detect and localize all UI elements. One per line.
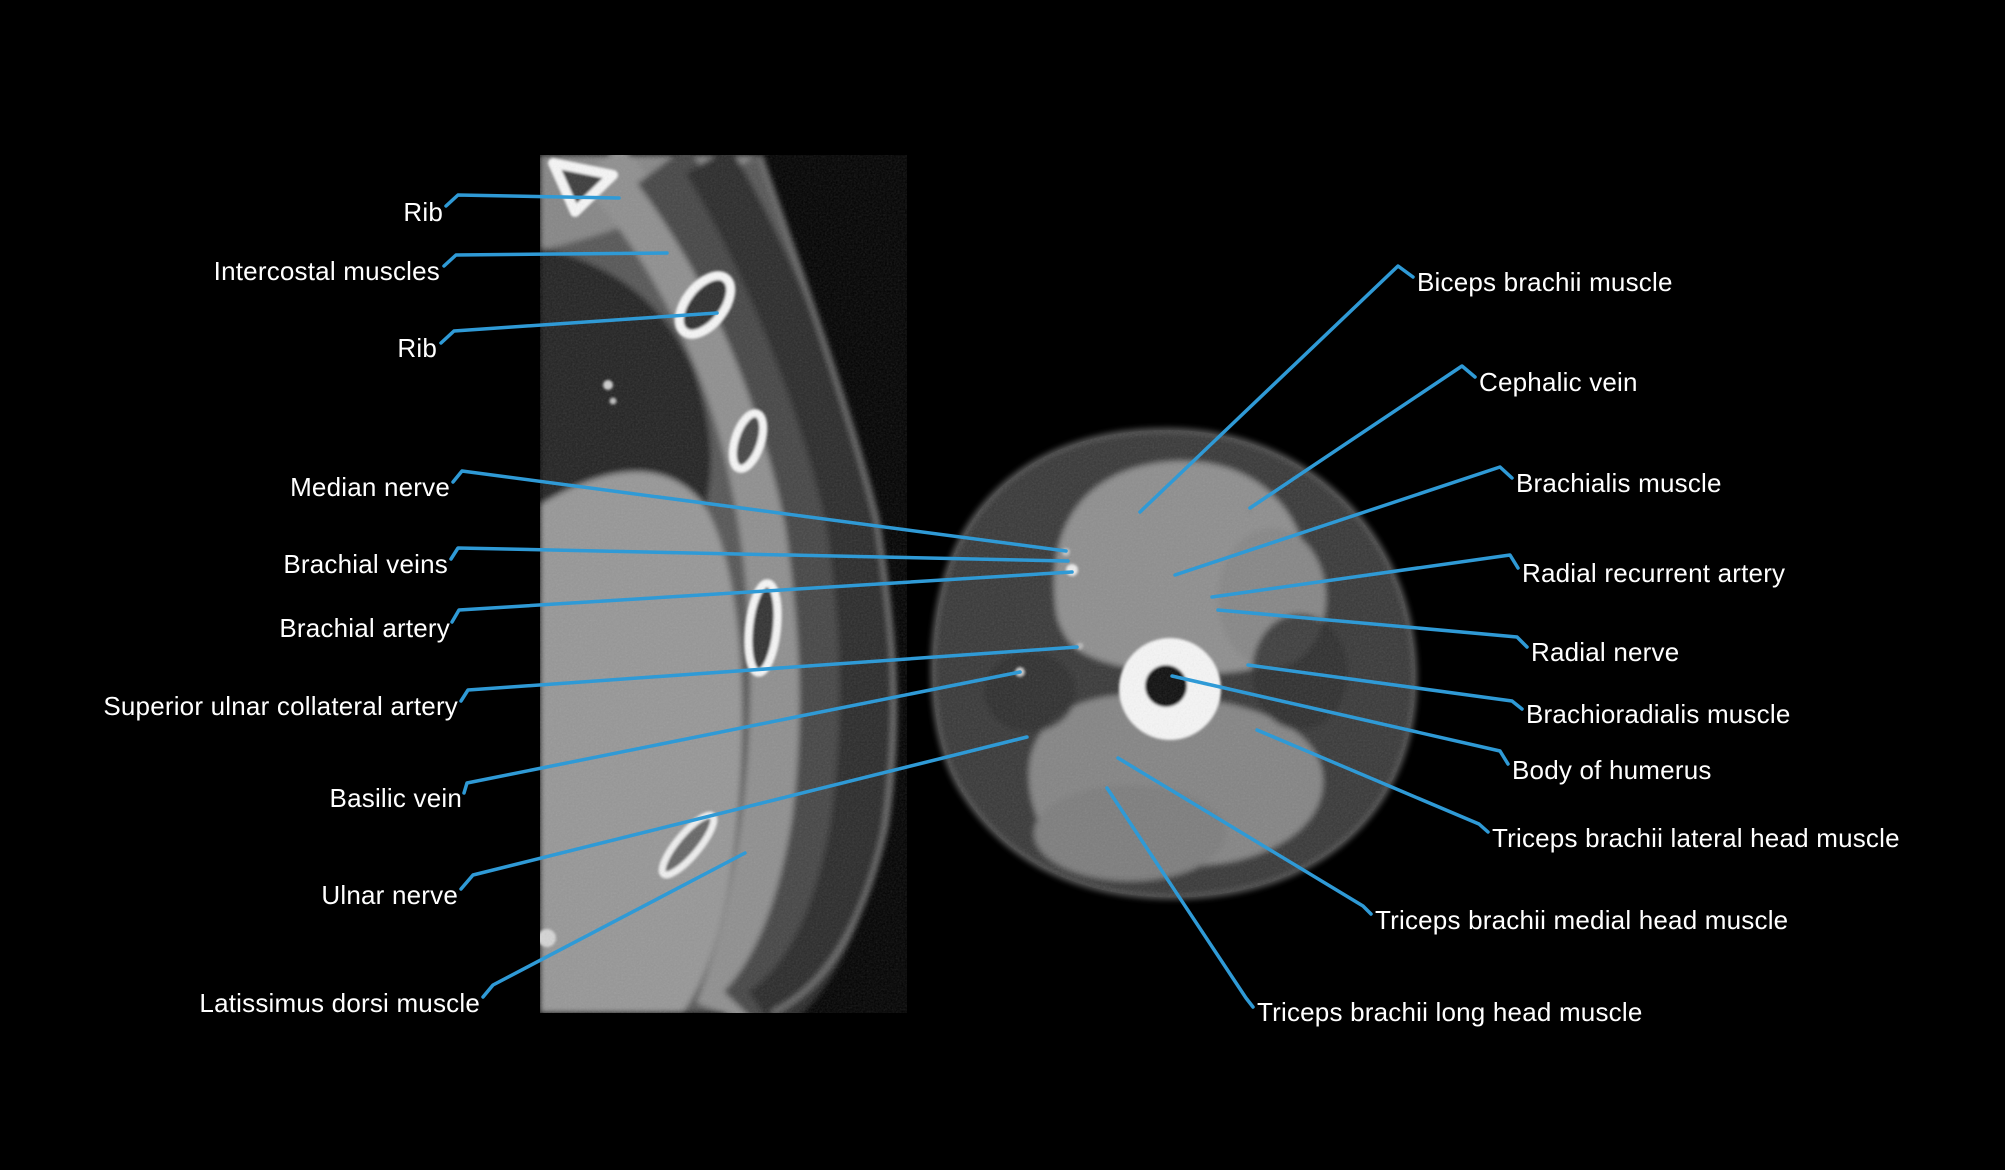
label-triceps-long-head: Triceps brachii long head muscle	[1257, 997, 1643, 1027]
leader-line-triceps-long-head	[1105, 786, 1255, 1009]
label-brachial-veins: Brachial veins	[283, 549, 448, 579]
leader-line-rib-lower	[439, 311, 719, 345]
leader-line-basilic-vein	[462, 670, 1022, 795]
label-biceps-brachii-muscle: Biceps brachii muscle	[1417, 267, 1673, 297]
label-triceps-medial-head: Triceps brachii medial head muscle	[1375, 905, 1789, 935]
label-superior-ulnar-collateral-artery: Superior ulnar collateral artery	[103, 691, 458, 721]
leader-line-brachial-artery	[450, 570, 1074, 624]
leader-line-body-of-humerus	[1170, 674, 1510, 766]
leader-line-superior-ulnar-collateral-artery	[459, 645, 1079, 703]
label-rib-upper: Rib	[403, 197, 443, 227]
label-intercostal-muscles: Intercostal muscles	[213, 256, 440, 286]
label-brachioradialis-muscle: Brachioradialis muscle	[1526, 699, 1791, 729]
leader-line-latissimus-dorsi-muscle	[481, 851, 747, 999]
label-triceps-lateral-head: Triceps brachii lateral head muscle	[1492, 823, 1900, 853]
chest-ct-image	[540, 155, 907, 1013]
label-basilic-vein: Basilic vein	[329, 783, 462, 813]
leader-line-brachial-veins	[449, 546, 1070, 563]
label-rib-lower: Rib	[397, 333, 437, 363]
leader-line-radial-recurrent-artery	[1210, 553, 1520, 599]
label-radial-nerve: Radial nerve	[1531, 637, 1680, 667]
label-latissimus-dorsi-muscle: Latissimus dorsi muscle	[199, 988, 480, 1018]
leader-line-biceps-brachii-muscle	[1138, 264, 1415, 514]
label-median-nerve: Median nerve	[290, 472, 450, 502]
arm-ct-image	[930, 427, 1418, 900]
leader-line-triceps-medial-head	[1116, 756, 1373, 916]
label-body-of-humerus: Body of humerus	[1512, 755, 1712, 785]
label-ulnar-nerve: Ulnar nerve	[321, 880, 458, 910]
label-radial-recurrent-artery: Radial recurrent artery	[1522, 558, 1786, 588]
label-cephalic-vein: Cephalic vein	[1479, 367, 1638, 397]
leader-line-brachioradialis-muscle	[1246, 663, 1524, 711]
leader-lines	[439, 193, 1529, 1009]
label-brachialis-muscle: Brachialis muscle	[1516, 468, 1722, 498]
leader-line-ulnar-nerve	[459, 735, 1029, 891]
label-brachial-artery: Brachial artery	[279, 613, 450, 643]
leader-line-median-nerve	[451, 469, 1068, 553]
leader-line-intercostal-muscles	[442, 251, 669, 268]
leader-line-triceps-lateral-head	[1255, 728, 1490, 834]
leader-line-brachialis-muscle	[1173, 465, 1514, 577]
leader-line-rib-upper	[444, 193, 621, 208]
leader-line-radial-nerve	[1216, 608, 1529, 649]
leader-line-cephalic-vein	[1248, 364, 1477, 510]
